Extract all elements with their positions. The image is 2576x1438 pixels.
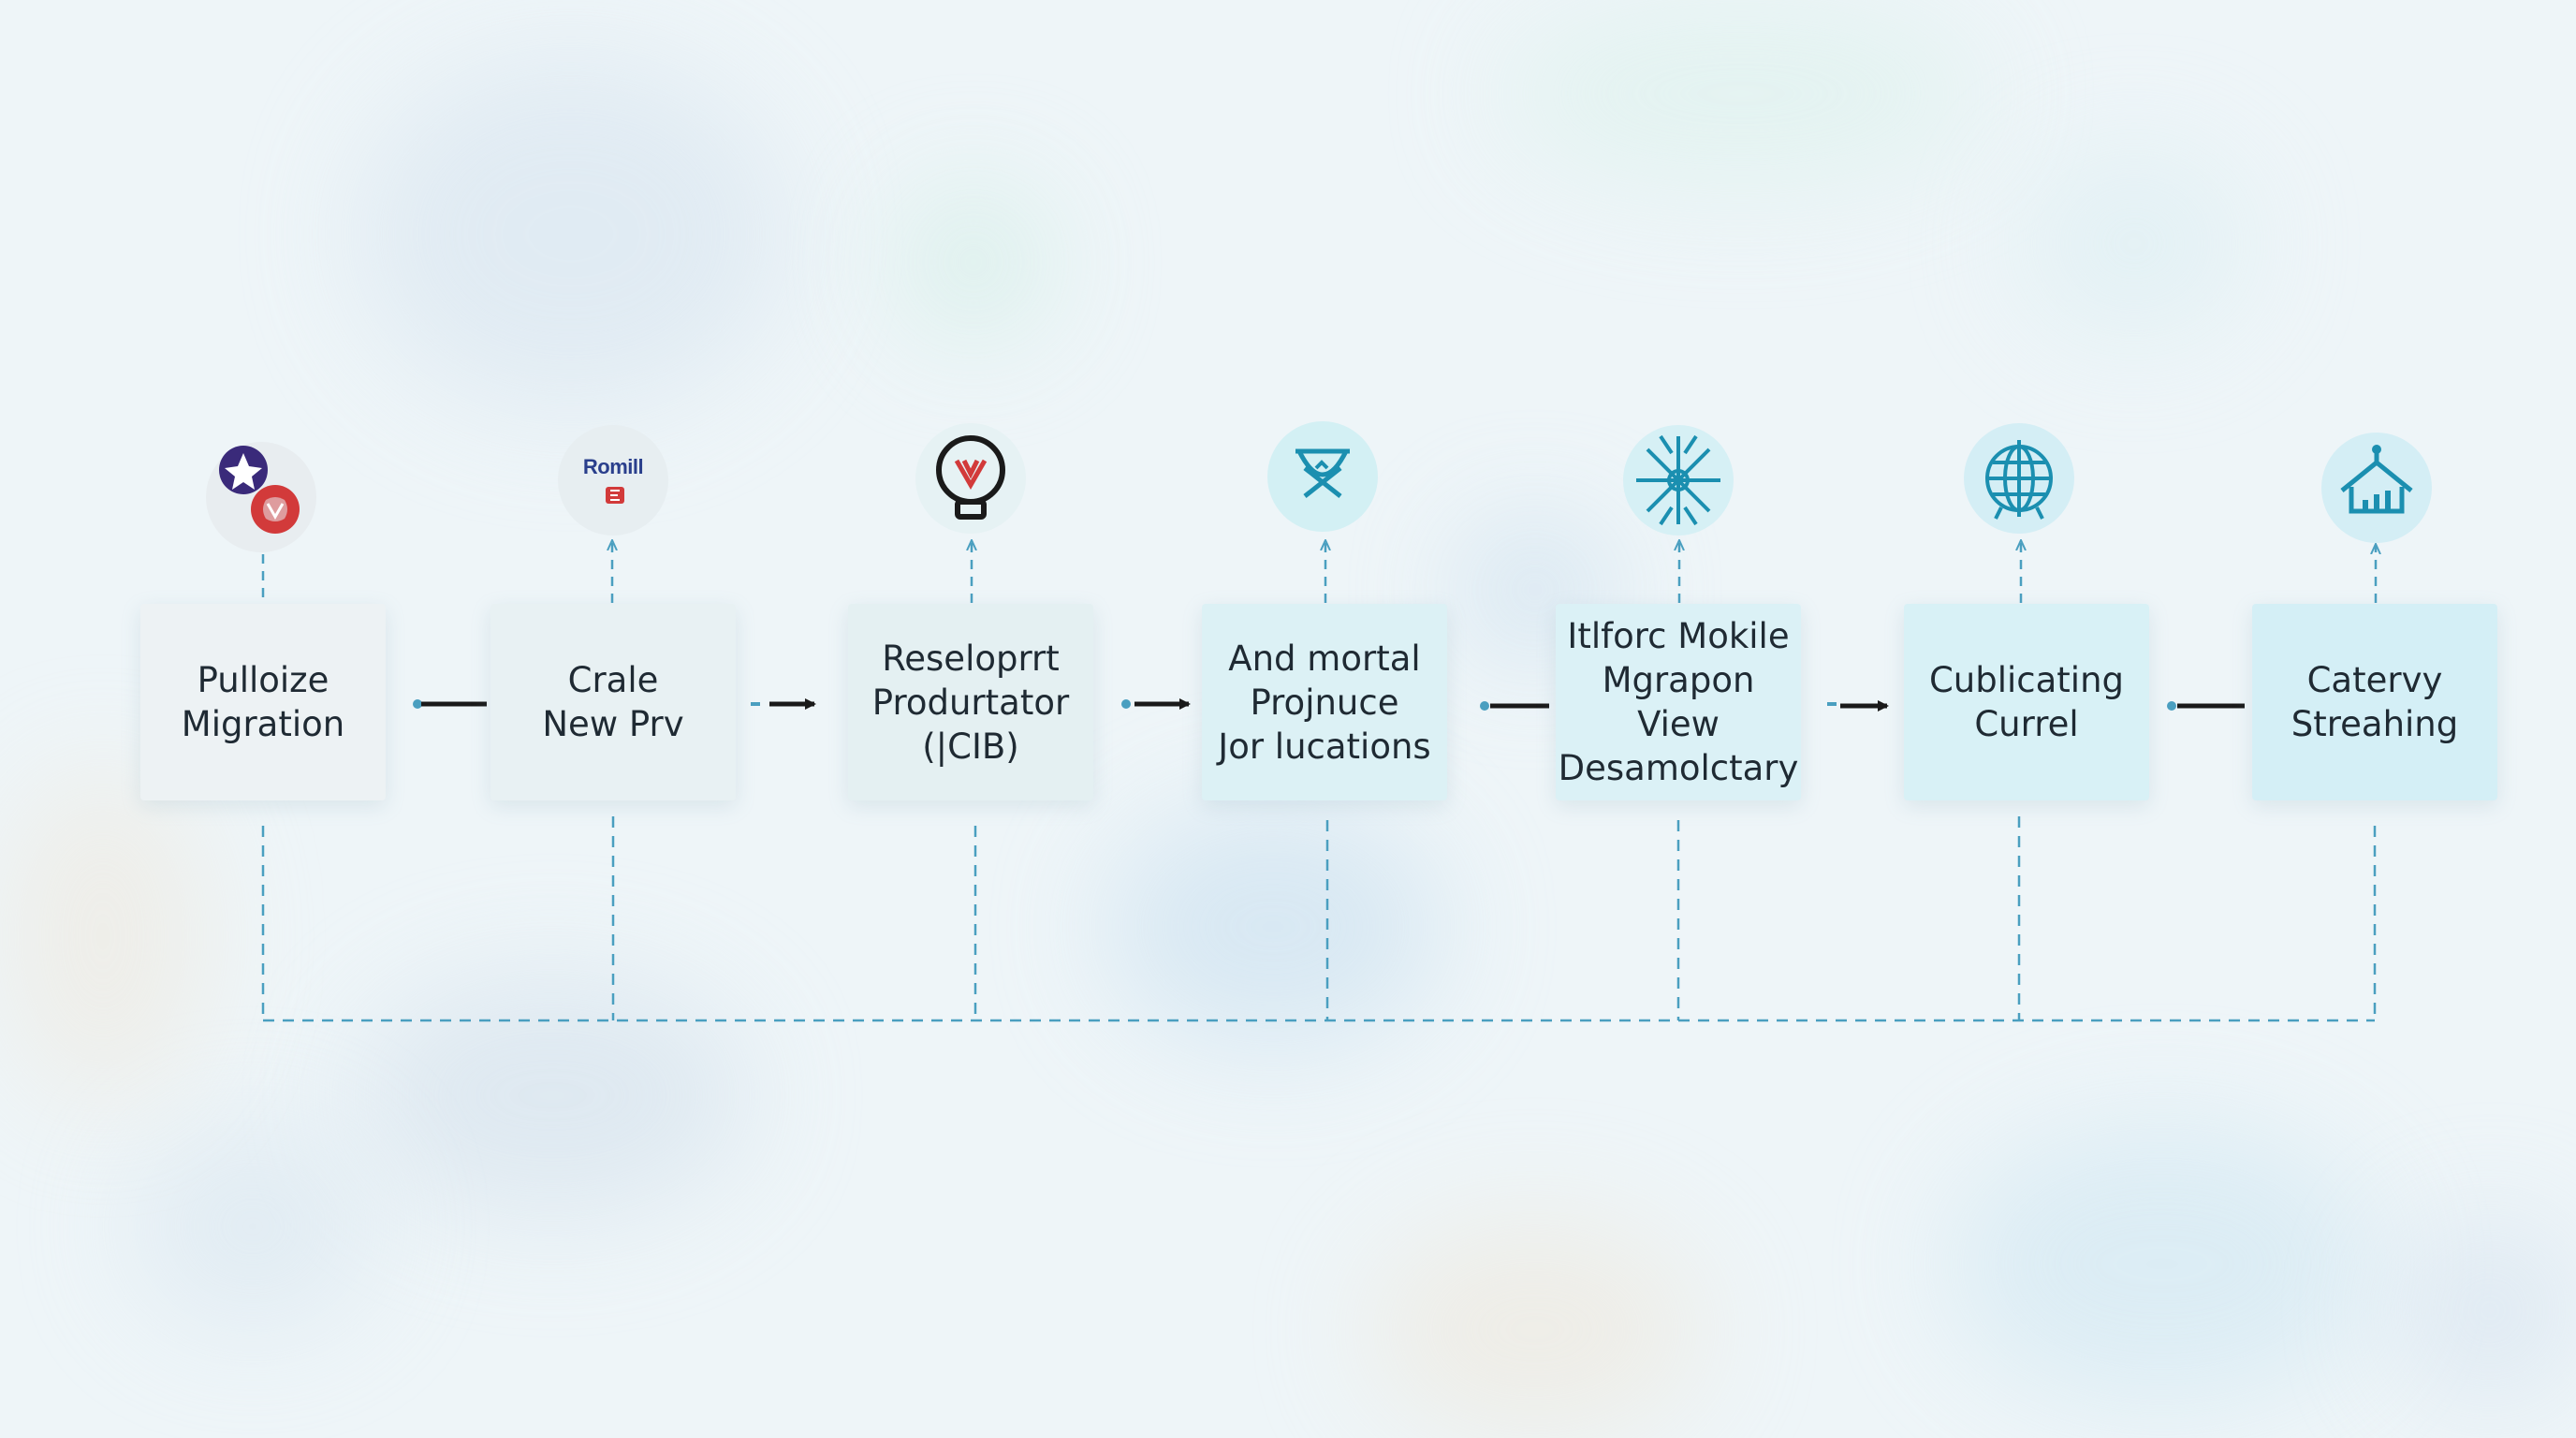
connector-5-6 xyxy=(1827,700,1889,712)
lightbulb-icon xyxy=(915,423,1026,534)
stage-box-7: Catervy Streahing xyxy=(2252,604,2497,800)
stage-connectors xyxy=(413,698,2245,712)
stage-label-4: And mortal Projnuce Jor lucations xyxy=(1218,638,1431,767)
stage-box-5: Itlforc Mokile Mgrapon View Desamolctary xyxy=(1556,604,1801,800)
stage-box-6: Cublicating Currel xyxy=(1904,604,2149,800)
stage-label-5: Itlforc Mokile Mgrapon View Desamolctary xyxy=(1558,616,1799,788)
connector-6-7 xyxy=(2167,701,2245,711)
connector-1-2 xyxy=(413,699,487,709)
stage-label-7: Catervy Streahing xyxy=(2291,660,2459,744)
stage-label-3: Reseloprrt Produrtator (|CIB) xyxy=(871,638,1070,767)
crossed-tools-icon xyxy=(1267,421,1378,532)
bottom-bus xyxy=(261,816,2377,1022)
house-chart-icon xyxy=(2321,433,2432,543)
stage-box-1: Pulloize Migration xyxy=(140,604,386,800)
stage-label-1: Pulloize Migration xyxy=(181,660,345,744)
stage-box-3: Reseloprrt Produrtator (|CIB) xyxy=(848,604,1093,800)
flower-badge-icon xyxy=(206,442,316,552)
stage-box-4: And mortal Projnuce Jor lucations xyxy=(1202,604,1447,800)
globe-icon xyxy=(1964,423,2074,534)
stage-label-2: Crale New Prv xyxy=(542,660,684,744)
stage-box-2: Crale New Prv xyxy=(490,604,736,800)
brand-logo-text: Romill xyxy=(582,455,644,478)
stage-label-6: Cublicating Currel xyxy=(1928,660,2125,744)
network-burst-icon xyxy=(1623,425,1734,536)
icon-connectors xyxy=(261,541,2376,603)
brand-logo-icon: Romill xyxy=(558,425,668,536)
connector-4-5 xyxy=(1480,701,1549,711)
connector-3-4 xyxy=(1121,698,1191,710)
